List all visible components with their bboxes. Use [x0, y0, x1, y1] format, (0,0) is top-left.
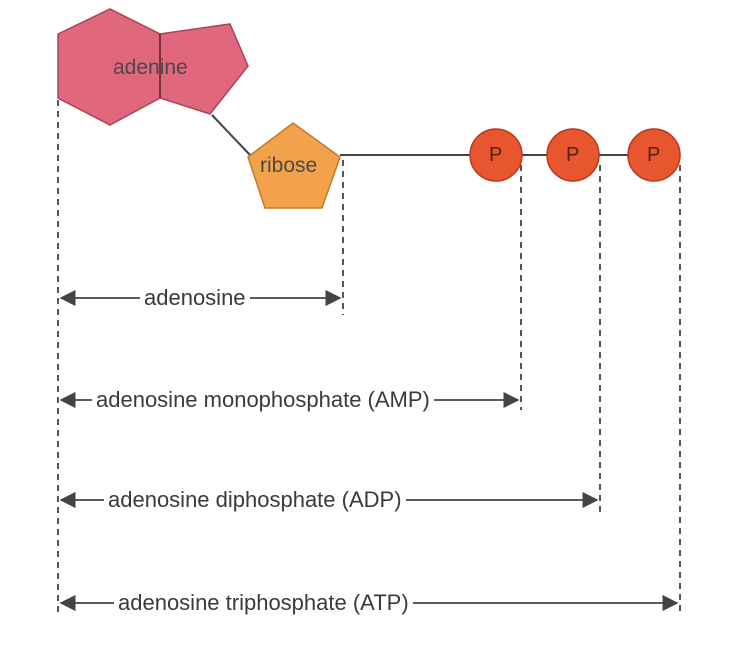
ribose-label: ribose	[260, 154, 318, 177]
adenine-label: adenine	[113, 56, 188, 79]
adenosine-span-label: adenosine	[140, 287, 250, 309]
phosphate-label-3: P	[647, 144, 661, 166]
phosphate-label-2: P	[566, 144, 580, 166]
adp-span-label: adenosine diphosphate (ADP)	[104, 489, 406, 511]
amp-span-label: adenosine monophosphate (AMP)	[92, 389, 434, 411]
ribose-pentagon	[247, 122, 341, 209]
phosphate-circle-2	[546, 128, 600, 182]
phosphate-label-1: P	[489, 144, 503, 166]
atp-span-label: adenosine triphosphate (ATP)	[114, 592, 413, 614]
phosphate-circle-1	[469, 128, 523, 182]
adenine-ribose-bond	[211, 114, 251, 156]
phosphate-circle-3	[627, 128, 681, 182]
